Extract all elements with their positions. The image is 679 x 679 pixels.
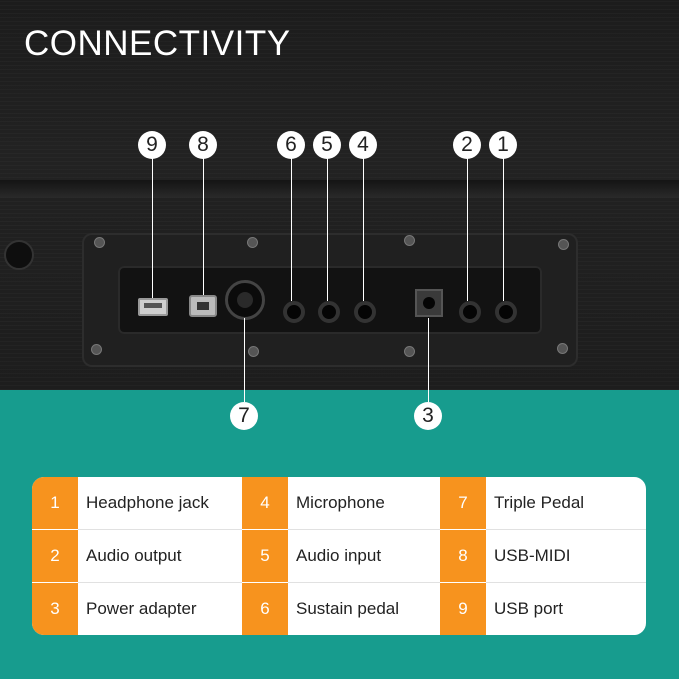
row-divider	[288, 582, 440, 583]
legend-item: 5 Audio input	[242, 530, 438, 582]
legend-label: Microphone	[296, 493, 385, 512]
legend-number: 2	[32, 530, 78, 582]
row-divider	[78, 582, 242, 583]
legend-label: USB-MIDI	[494, 546, 571, 565]
legend-number: 8	[440, 530, 486, 582]
callout-7: 7	[230, 402, 258, 430]
screw	[557, 343, 568, 354]
legend-label: Sustain pedal	[296, 599, 400, 618]
row-divider	[486, 582, 646, 583]
legend-label: Power adapter	[86, 599, 197, 618]
row-divider	[78, 529, 242, 530]
legend-label: Headphone jack	[86, 493, 209, 512]
callout-line	[152, 158, 153, 298]
screw	[404, 346, 415, 357]
legend-item: 1 Headphone jack	[32, 477, 241, 529]
screw	[248, 346, 259, 357]
legend-number: 5	[242, 530, 288, 582]
callout-line	[467, 158, 468, 301]
callout-2: 2	[453, 131, 481, 159]
callout-line	[291, 158, 292, 301]
screw	[558, 239, 569, 250]
legend-label: Audio input	[296, 546, 382, 565]
callout-6: 6	[277, 131, 305, 159]
callout-3: 3	[414, 402, 442, 430]
legend-number: 9	[440, 583, 486, 635]
usb-port-connector	[138, 298, 168, 316]
legend-number: 1	[32, 477, 78, 529]
legend-item: 6 Sustain pedal	[242, 583, 438, 635]
callout-line	[327, 158, 328, 301]
legend-item: 9 USB port	[440, 583, 646, 635]
legend-item: 4 Microphone	[242, 477, 438, 529]
callout-line	[428, 318, 429, 402]
screw	[94, 237, 105, 248]
screw	[404, 235, 415, 246]
screw	[91, 344, 102, 355]
callout-line	[363, 158, 364, 301]
power-adapter-socket	[415, 289, 443, 317]
audio-output-jack	[459, 301, 481, 323]
callout-9: 9	[138, 131, 166, 159]
side-knob	[4, 240, 34, 270]
legend-item: 8 USB-MIDI	[440, 530, 646, 582]
triple-pedal-connector	[225, 280, 265, 320]
page-title: CONNECTIVITY	[24, 24, 291, 63]
microphone-jack	[354, 301, 376, 323]
callout-line	[203, 158, 204, 295]
usb-midi-connector	[189, 295, 217, 317]
legend-item: 3 Power adapter	[32, 583, 241, 635]
legend-number: 7	[440, 477, 486, 529]
legend-item: 7 Triple Pedal	[440, 477, 646, 529]
legend-number: 3	[32, 583, 78, 635]
piano-shelf	[0, 180, 679, 198]
port-recess	[118, 266, 542, 334]
callout-1: 1	[489, 131, 517, 159]
callout-5: 5	[313, 131, 341, 159]
row-divider	[288, 529, 440, 530]
callout-4: 4	[349, 131, 377, 159]
legend-label: USB port	[494, 599, 563, 618]
screw	[247, 237, 258, 248]
legend-label: Triple Pedal	[494, 493, 585, 512]
sustain-pedal-jack	[283, 301, 305, 323]
legend-number: 6	[242, 583, 288, 635]
headphone-jack	[495, 301, 517, 323]
callout-line	[244, 318, 245, 402]
callout-line	[503, 158, 504, 301]
connector-legend-table: 1 Headphone jack 4 Microphone 7 Triple P…	[32, 477, 646, 635]
legend-item: 2 Audio output	[32, 530, 241, 582]
audio-input-jack	[318, 301, 340, 323]
legend-number: 4	[242, 477, 288, 529]
callout-8: 8	[189, 131, 217, 159]
legend-label: Audio output	[86, 546, 182, 565]
row-divider	[486, 529, 646, 530]
